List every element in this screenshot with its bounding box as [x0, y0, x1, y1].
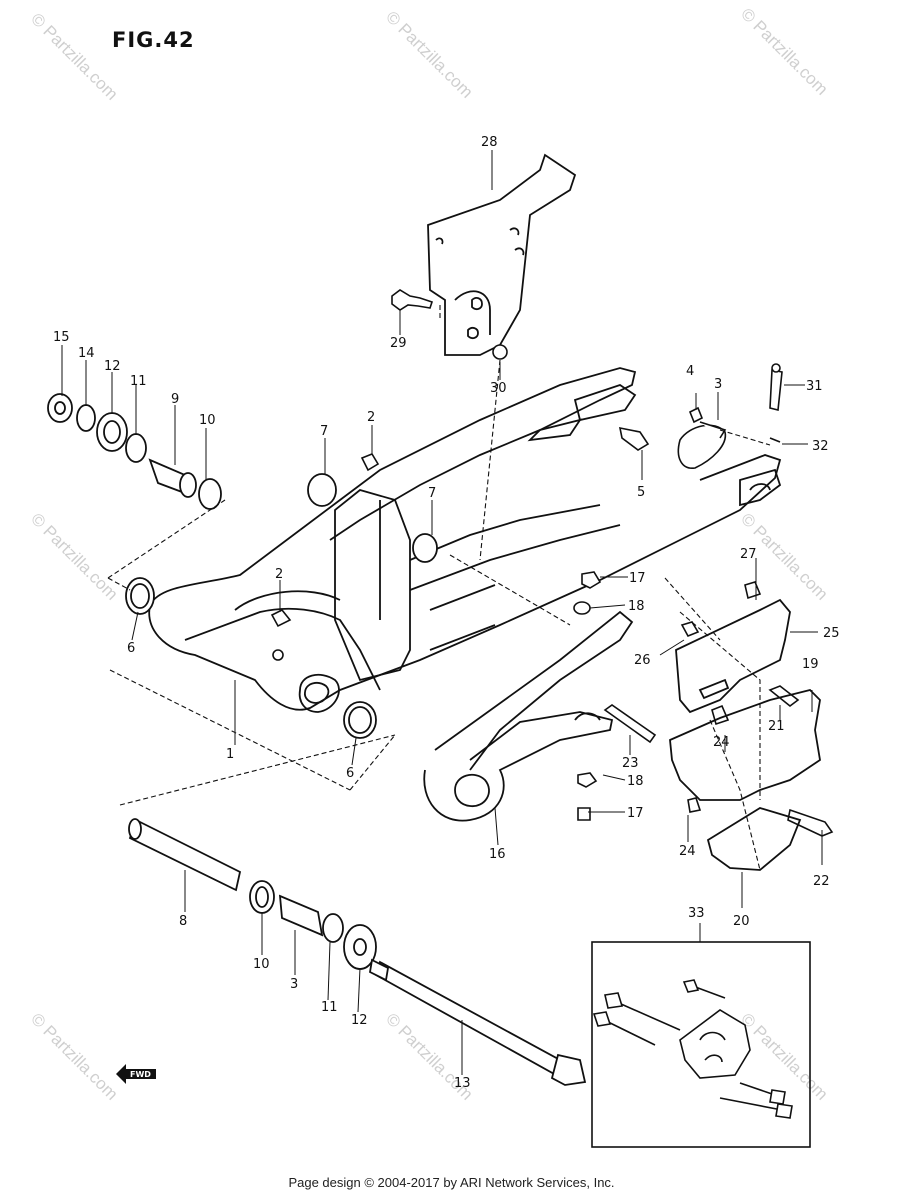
callout-5: 5 [637, 485, 645, 500]
watermark-4: © Partzilla.com [27, 509, 121, 603]
pivot-shaft-stack [128, 818, 587, 1086]
callout-23: 23 [622, 756, 639, 771]
callout-20: 20 [733, 914, 750, 929]
callout-29: 29 [390, 336, 407, 351]
callout-12: 12 [351, 1013, 368, 1028]
callout-10: 10 [199, 413, 216, 428]
brackets-right [669, 598, 821, 871]
callout-28: 28 [481, 135, 498, 150]
callout-12: 12 [104, 359, 121, 374]
watermark-8: © Partzilla.com [737, 1009, 831, 1103]
inset-box-33 [591, 941, 811, 1148]
leader-lines [107, 305, 771, 871]
callout-27: 27 [740, 547, 757, 562]
callout-7: 7 [320, 424, 328, 439]
bracket-28 [427, 153, 577, 356]
callout-1: 1 [226, 747, 234, 762]
callout-2: 2 [275, 567, 283, 582]
callout-24: 24 [679, 844, 696, 859]
callout-16: 16 [489, 847, 506, 862]
callout-6: 6 [127, 641, 135, 656]
callout-8: 8 [179, 914, 187, 929]
callout-4: 4 [686, 364, 694, 379]
forward-marker-label: FWD [130, 1070, 151, 1079]
callout-9: 9 [171, 392, 179, 407]
callout-24: 24 [713, 735, 730, 750]
watermark-2: © Partzilla.com [382, 7, 476, 101]
callout-11: 11 [321, 1000, 338, 1015]
callout-11: 11 [130, 374, 147, 389]
callout-26: 26 [634, 653, 651, 668]
callout-17: 17 [629, 571, 646, 586]
callout-7: 7 [428, 486, 436, 501]
callout-2: 2 [367, 410, 375, 425]
swingarm-part [148, 367, 782, 713]
small-hardware [270, 289, 834, 837]
callout-6: 6 [346, 766, 354, 781]
callout-31: 31 [806, 379, 823, 394]
callout-3: 3 [714, 377, 722, 392]
callout-32: 32 [812, 439, 829, 454]
callout-30: 30 [490, 381, 507, 396]
callout-17: 17 [627, 806, 644, 821]
callout-22: 22 [813, 874, 830, 889]
callout-10: 10 [253, 957, 270, 972]
callout-leaders [61, 150, 823, 1075]
callout-13: 13 [454, 1076, 471, 1091]
callout-33: 33 [688, 906, 705, 921]
callout-14: 14 [78, 346, 95, 361]
forward-arrow-icon: FWD [116, 1064, 156, 1084]
callout-19: 19 [802, 657, 819, 672]
callout-18: 18 [627, 774, 644, 789]
chain-buffer-part [423, 610, 634, 822]
callout-25: 25 [823, 626, 840, 641]
callout-15: 15 [53, 330, 70, 345]
page-footer: Page design © 2004-2017 by ARI Network S… [288, 1175, 615, 1190]
watermark-6: © Partzilla.com [27, 1009, 121, 1103]
callout-21: 21 [768, 719, 785, 734]
watermark-3: © Partzilla.com [737, 4, 831, 98]
figure-title: FIG.42 [112, 28, 195, 52]
callout-3: 3 [290, 977, 298, 992]
left-bearing-stack [47, 393, 438, 739]
callout-18: 18 [628, 599, 645, 614]
callout-labels: 1 2 2 3 3 4 5 6 6 7 7 8 9 10 10 11 11 12… [53, 135, 840, 1091]
watermark-1: © Partzilla.com [27, 9, 121, 103]
